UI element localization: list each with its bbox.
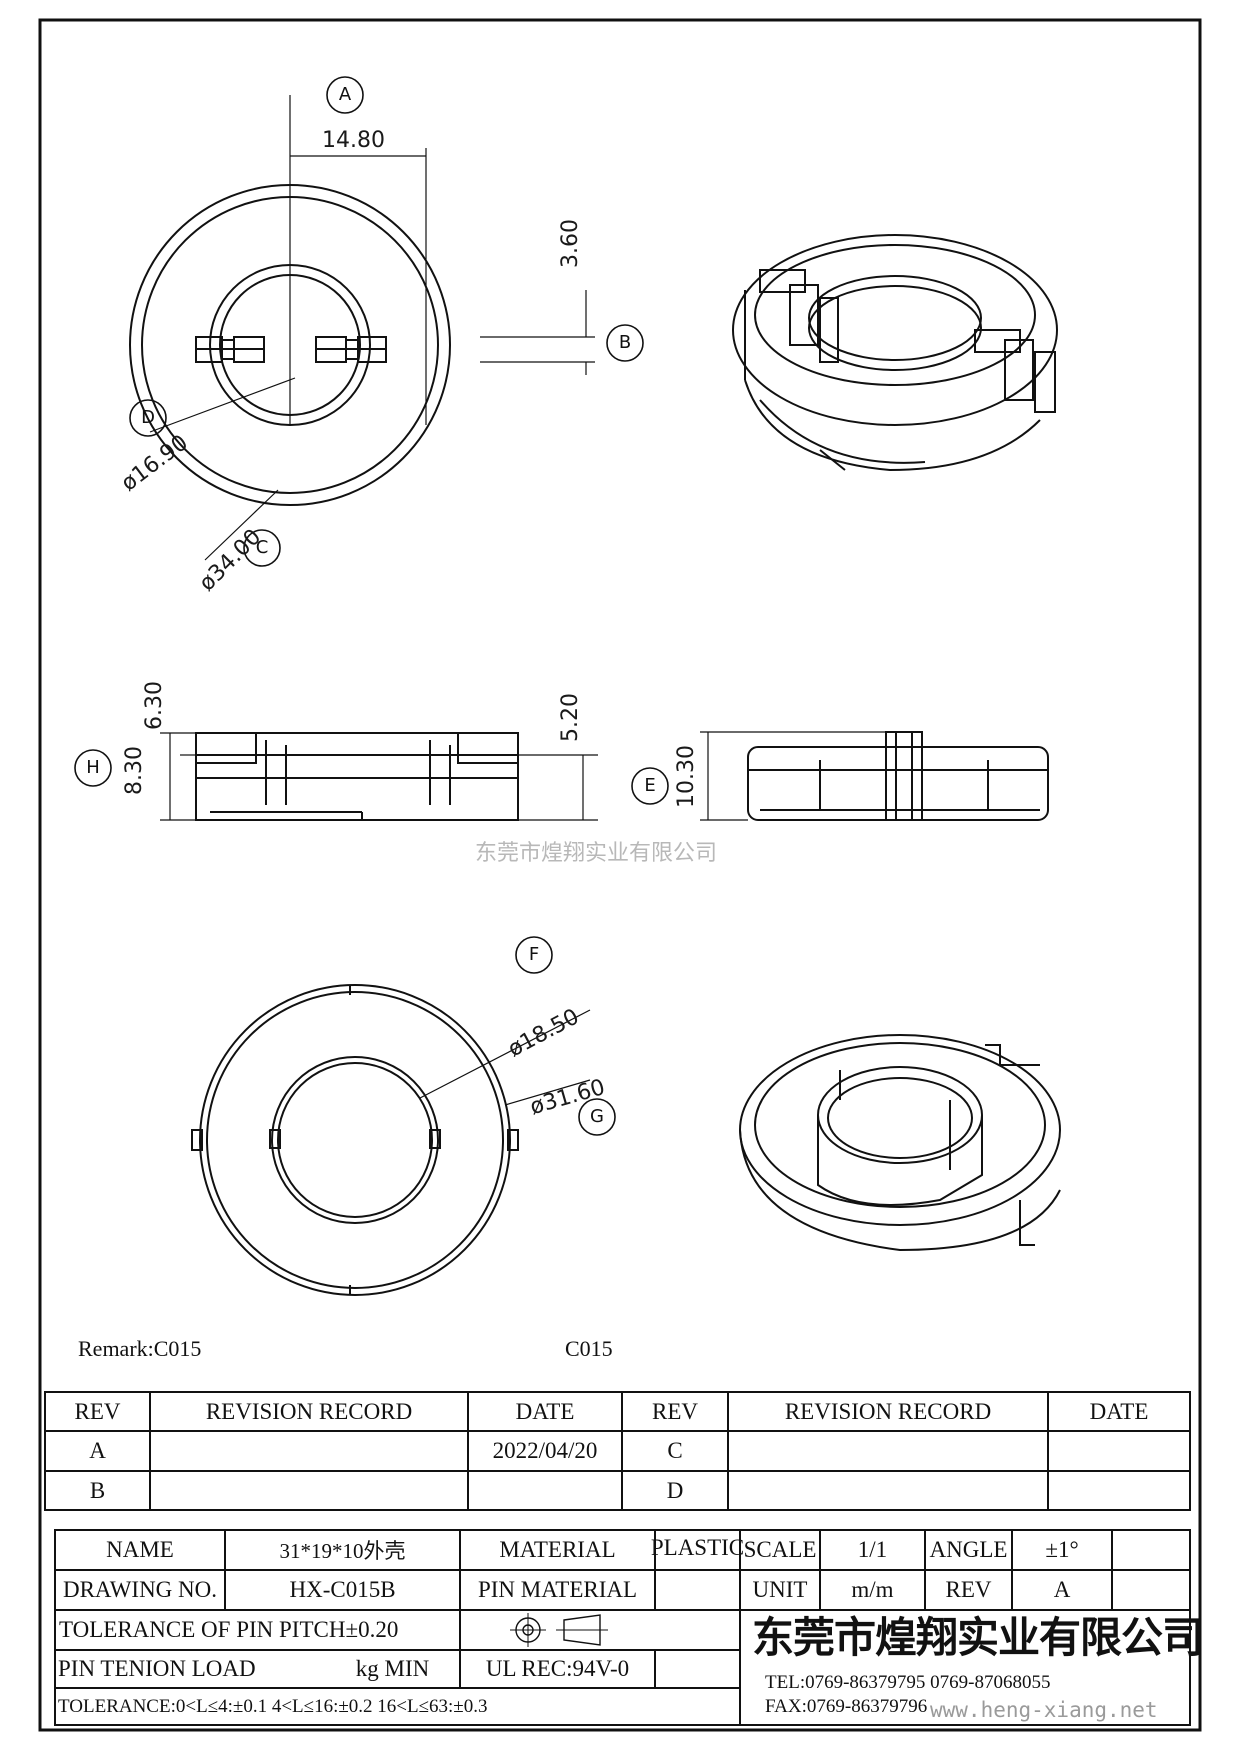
dim-e-height: 10.30: [674, 745, 699, 808]
unit-label: UNIT: [752, 1577, 808, 1602]
dim-a-width: 14.80: [322, 128, 385, 153]
name-label: NAME: [106, 1537, 174, 1562]
tolerance-line: TOLERANCE:0<L≤4:±0.1 4<L≤16:±0.2 16<L≤63…: [58, 1695, 488, 1717]
pin-tenion-label: PIN TENION LOAD: [58, 1656, 256, 1681]
unit-value: m/m: [851, 1577, 894, 1602]
side-view-right: [747, 731, 1049, 821]
company-name: 东莞市煌翔实业有限公司: [752, 1613, 1204, 1662]
title-block-grid: [54, 1529, 1191, 1726]
ul-rec: UL REC:94V-0: [485, 1656, 630, 1681]
material-label: MATERIAL: [499, 1537, 616, 1562]
pin-tenion-unit: kg MIN: [355, 1656, 430, 1681]
bubble-b: B: [618, 332, 632, 353]
angle-label: ANGLE: [929, 1537, 1008, 1562]
bubble-f: F: [528, 944, 540, 965]
website-watermark: www.heng-xiang.net: [930, 1698, 1158, 1722]
callout-bubbles: [74, 76, 669, 1136]
angle-value: ±1°: [1045, 1537, 1079, 1562]
name-value: 31*19*10外壳: [279, 1539, 406, 1563]
dim-h-total: 8.30: [122, 746, 147, 795]
rev-row-b-date: [468, 1471, 622, 1510]
dim-h-right: 5.20: [558, 693, 583, 742]
scale-value: 1/1: [857, 1537, 888, 1562]
outer-frame: [38, 18, 1202, 1732]
material-value: PLASTIC: [650, 1535, 745, 1560]
bubble-a: A: [338, 84, 352, 105]
pin-material-value: [655, 1570, 740, 1610]
rev-header-date-2: DATE: [1089, 1398, 1149, 1424]
watermark: 东莞市煌翔实业有限公司: [475, 841, 718, 866]
rev-row-b-record: [150, 1471, 468, 1510]
center-code: C015: [565, 1336, 613, 1361]
rev-value: A: [1053, 1577, 1071, 1602]
rev-row-d-record: [728, 1471, 1048, 1510]
rev-header-record-1: REVISION RECORD: [205, 1398, 413, 1424]
bubble-g: G: [590, 1106, 604, 1127]
rev-row-d-date: [1048, 1471, 1190, 1510]
tolerance-pitch: TOLERANCE OF PIN PITCH±0.20: [59, 1617, 399, 1642]
remark-text: Remark:C015: [78, 1336, 202, 1361]
drawing-no-label: DRAWING NO.: [62, 1577, 218, 1602]
rev-header-rev-2: REV: [652, 1398, 698, 1424]
side-view-left: [195, 732, 519, 821]
rev-header-date-1: DATE: [515, 1398, 575, 1424]
dim-b-slot: 3.60: [558, 219, 583, 268]
revision-table-grid: [44, 1391, 1191, 1511]
company-tel: TEL:0769-86379795 0769-87068055: [765, 1672, 1051, 1693]
rev-row-b-rev: B: [89, 1477, 106, 1503]
rev-header-record-2: REVISION RECORD: [784, 1398, 992, 1424]
rev-row-a-date: 2022/04/20: [492, 1438, 598, 1463]
company-fax: FAX:0769-86379796: [765, 1696, 928, 1717]
iso-view-bottom: [739, 1034, 1061, 1252]
drawing-no-value: HX-C015B: [289, 1577, 396, 1602]
rev-row-c-record: [728, 1431, 1048, 1471]
bubble-e: E: [644, 775, 656, 796]
bubble-c: C: [255, 537, 269, 558]
pin-material-label: PIN MATERIAL: [477, 1577, 638, 1602]
bottom-view: [191, 984, 519, 1296]
bubble-d: D: [141, 407, 155, 428]
rev-row-a-record: [150, 1431, 468, 1471]
rev-row-c-rev: C: [667, 1438, 683, 1463]
rev-row-d-rev: D: [666, 1477, 684, 1503]
rev-row-a-rev: A: [89, 1438, 106, 1463]
scale-label: SCALE: [743, 1537, 817, 1562]
bubble-h: H: [86, 757, 100, 778]
dim-h-partial: 6.30: [142, 681, 167, 730]
rev-row-c-date: [1048, 1431, 1190, 1471]
rev-header-rev-1: REV: [74, 1398, 121, 1424]
rev-label: REV: [945, 1577, 992, 1602]
iso-view-top: [732, 234, 1058, 472]
